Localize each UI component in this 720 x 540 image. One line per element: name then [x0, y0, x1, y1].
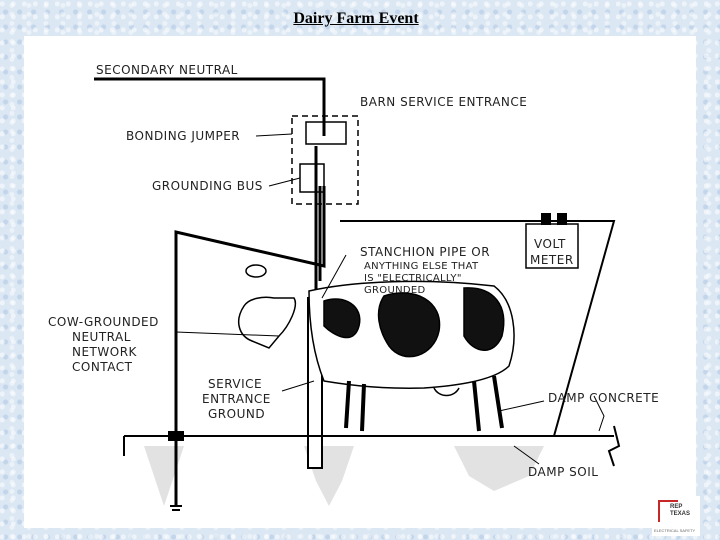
label-grounding-bus: GROUNDING BUS [152, 179, 263, 193]
label-bonding-jumper: BONDING JUMPER [126, 129, 240, 143]
slide-title: Dairy Farm Event [293, 10, 419, 27]
label-damp-soil: DAMP SOIL [528, 465, 598, 479]
label-stanchion-line1: STANCHION PIPE OR [360, 245, 490, 259]
logo-mark-icon [658, 500, 678, 522]
label-cow-contact-line4: CONTACT [72, 360, 133, 374]
label-cow-contact-line1: COW-GROUNDED [48, 315, 159, 329]
stray-voltage-diagram: SECONDARY NEUTRAL BARN SERVICE ENTRANCE … [48, 63, 659, 511]
logo-line1: REP [670, 504, 683, 510]
service-entrance-ground-rod [168, 431, 184, 511]
label-service-ground-line2: ENTRANCE [202, 392, 271, 406]
label-secondary-neutral: SECONDARY NEUTRAL [96, 63, 238, 77]
label-stanchion-line4: GROUNDED [364, 285, 426, 296]
label-pointers [175, 133, 605, 465]
label-volt-meter-line2: METER [530, 253, 574, 267]
label-stanchion-line3: IS "ELECTRICALLY" [364, 273, 462, 284]
logo-line2: TEXAS [670, 511, 691, 517]
logo-wordmark: REP TEXAS [670, 504, 690, 518]
damp-concrete-floor [123, 425, 621, 467]
label-barn-service-entrance: BARN SERVICE ENTRANCE [360, 95, 527, 109]
volt-meter-circuit [340, 213, 616, 437]
secondary-neutral-wire [94, 77, 326, 136]
label-volt-meter-line1: VOLT [534, 237, 566, 251]
label-stanchion-line2: ANYTHING ELSE THAT [364, 261, 479, 272]
company-logo: REP TEXAS ELECTRICAL SAFETY [652, 496, 700, 536]
label-cow-contact-line2: NEUTRAL [72, 330, 131, 344]
label-service-ground-line1: SERVICE [208, 377, 262, 391]
logo-caption: ELECTRICAL SAFETY [654, 528, 696, 533]
diagram-panel: SECONDARY NEUTRAL BARN SERVICE ENTRANCE … [24, 36, 696, 528]
label-damp-concrete: DAMP CONCRETE [548, 391, 659, 405]
label-service-ground-line3: GROUND [208, 407, 265, 421]
label-cow-contact-line3: NETWORK [72, 345, 138, 359]
damp-soil-texture [144, 446, 544, 506]
